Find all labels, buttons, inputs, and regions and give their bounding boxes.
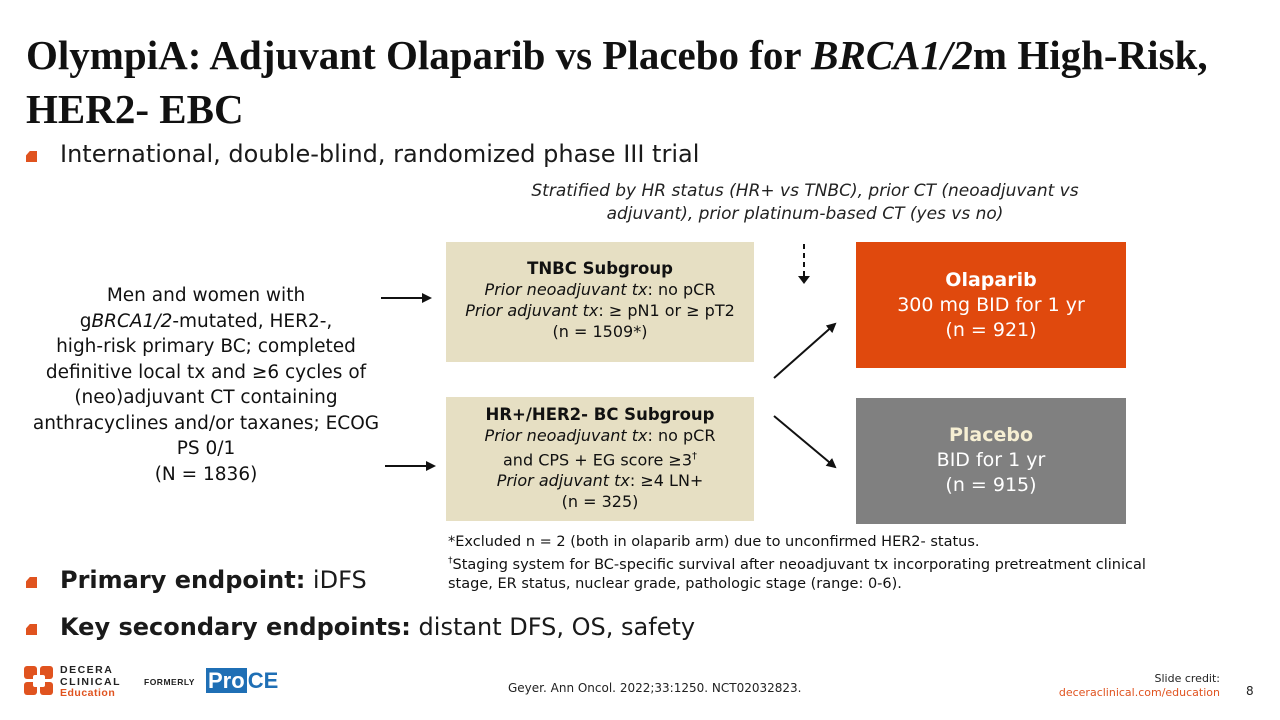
olaparib-name: Olaparib: [945, 269, 1037, 291]
footnote-star: *Excluded n = 2 (both in olaparib arm) d…: [448, 534, 980, 550]
hr-heading: HR+/HER2- BC Subgroup: [485, 405, 715, 424]
placebo-name: Placebo: [948, 424, 1034, 446]
population-rest: high-risk primary BC; completed definiti…: [32, 336, 380, 459]
tnbc-adjuvant: Prior adjuvant tx: ≥ pN1 or ≥ pT2: [465, 301, 735, 320]
tnbc-neoadjuvant: Prior neoadjuvant tx: no pCR: [484, 280, 716, 299]
hr-n: (n = 325): [561, 492, 639, 512]
population-line1: Men and women with: [106, 285, 306, 306]
arrow-to-olaparib: [773, 322, 837, 379]
bullet-marker-icon: [26, 624, 37, 635]
stratification-note: Stratified by HR status (HR+ vs TNBC), p…: [531, 181, 1079, 224]
footnotes: *Excluded n = 2 (both in olaparib arm) d…: [448, 533, 1148, 594]
bullet-marker-icon: [26, 577, 37, 588]
placebo-arm-box: Placebo BID for 1 yr (n = 915): [856, 398, 1126, 524]
stratification-arrowhead: [798, 276, 810, 284]
hr-neoadjuvant: Prior neoadjuvant tx: no pCR: [484, 426, 716, 445]
title-post: m High-Risk, HER2- EBC: [26, 32, 1208, 132]
placebo-n: (n = 915): [945, 474, 1037, 496]
title-italic: BRCA1/2: [811, 32, 973, 78]
population-line2: gBRCA1/2-mutated, HER2-,: [79, 310, 333, 332]
olaparib-dose: 300 mg BID for 1 yr: [897, 294, 1085, 316]
primary-endpoint: Primary endpoint: iDFS: [60, 566, 367, 594]
citation: Geyer. Ann Oncol. 2022;33:1250. NCT02032…: [508, 681, 802, 695]
slide-credit-link[interactable]: deceraclinical.com/education: [1058, 686, 1220, 699]
olaparib-arm-box: Olaparib 300 mg BID for 1 yr (n = 921): [856, 242, 1126, 368]
tnbc-heading: TNBC Subgroup: [527, 259, 673, 278]
hr-adjuvant: Prior adjuvant tx: ≥4 LN+: [496, 471, 704, 491]
bullet-marker-icon: [26, 151, 37, 162]
decera-logo-icon: [24, 666, 54, 696]
slide-credit-label: Slide credit:: [1154, 672, 1221, 685]
design-bullet: International, double-blind, randomized …: [60, 140, 700, 168]
footnote-dagger: †Staging system for BC-specific survival…: [448, 556, 1146, 592]
tnbc-n: (n = 1509*): [552, 322, 648, 341]
hr-cps: and CPS + EG score ≥3†: [503, 450, 697, 470]
tnbc-subgroup-box: TNBC Subgroup Prior neoadjuvant tx: no p…: [446, 242, 754, 362]
secondary-endpoints: Key secondary endpoints: distant DFS, OS…: [60, 613, 696, 641]
placebo-dose: BID for 1 yr: [936, 449, 1046, 471]
olaparib-n: (n = 921): [945, 319, 1037, 341]
hr-subgroup-box: HR+/HER2- BC Subgroup Prior neoadjuvant …: [446, 397, 754, 521]
title-pre: OlympiA: Adjuvant Olaparib vs Placebo fo…: [26, 32, 812, 78]
population-n: (N = 1836): [154, 463, 258, 485]
slide-title: OlympiA: Adjuvant Olaparib vs Placebo fo…: [26, 28, 1266, 136]
population-criteria: Men and women with gBRCA1/2-mutated, HER…: [28, 283, 384, 487]
formerly-label: FORMERLY: [144, 677, 195, 687]
arrow-to-placebo: [773, 415, 837, 469]
slide-credit: Slide credit: deceraclinical.com/educati…: [1020, 672, 1220, 700]
page-number: 8: [1246, 684, 1254, 698]
decera-wordmark: DECERA CLINICAL Education: [60, 664, 121, 699]
